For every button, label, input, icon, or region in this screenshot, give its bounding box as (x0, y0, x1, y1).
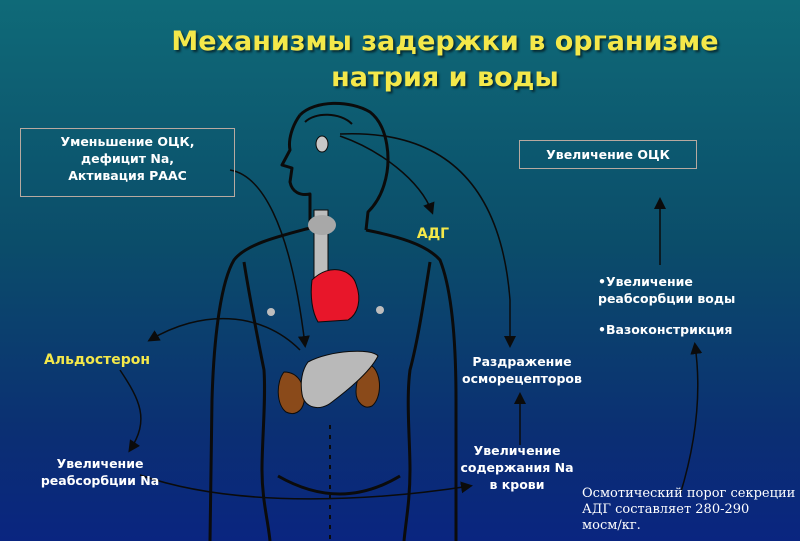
ock-deficit-line-1: Уменьшение ОЦК, (60, 134, 195, 149)
ock-deficit-box: Уменьшение ОЦК, дефицит Na, Активация РА… (20, 128, 235, 197)
liver-organ (300, 350, 379, 409)
arrow-to-reabsorption-water (679, 342, 703, 496)
nipple-left (267, 308, 275, 316)
na-content-label: Увеличение содержания Na в крови (460, 443, 574, 492)
reabsorption-na-label: Увеличение реабсорбции Na (40, 456, 160, 488)
arrow-kidney-to-aldosterone (147, 317, 301, 351)
nipple-right (376, 306, 384, 314)
ock-deficit-line-2: дефицит Na, (81, 151, 174, 166)
osmoreceptors-label: Раздражение осморецепторов (462, 354, 582, 386)
osmotic-threshold-note: Осмотический порог секреции АДГ составля… (582, 486, 796, 533)
ock-deficit-line-3: Активация РААС (68, 168, 187, 183)
arrow-aldosterone-to-reabsorption (119, 369, 142, 453)
arrow-brain-to-adg (339, 135, 435, 215)
reabsorption-water-label: •Увеличение реабсорбции воды (598, 274, 736, 306)
pituitary (315, 135, 329, 153)
adg-label: АДГ (416, 226, 450, 242)
title-line-1: Механизмы задержки в организме (171, 26, 719, 57)
kidney-left (277, 371, 305, 415)
arrow-to-na-content (139, 474, 473, 500)
ock-increase-label: Увеличение ОЦК (546, 147, 670, 162)
ock-increase-box: Увеличение ОЦК (519, 140, 697, 169)
human-silhouette (208, 101, 458, 541)
heart (310, 269, 360, 323)
title-line-2: натрия и воды (331, 62, 559, 93)
aldosterone-label: Альдостерон (44, 352, 151, 368)
brain-outline (304, 113, 353, 125)
page-title: Механизмы задержки в организме натрия и … (120, 24, 770, 96)
arrow-box-to-pituitary (229, 169, 310, 348)
arrow-brain-to-osmoreceptors (339, 132, 516, 348)
vasoconstriction-label: •Вазоконстрикция (598, 322, 733, 337)
